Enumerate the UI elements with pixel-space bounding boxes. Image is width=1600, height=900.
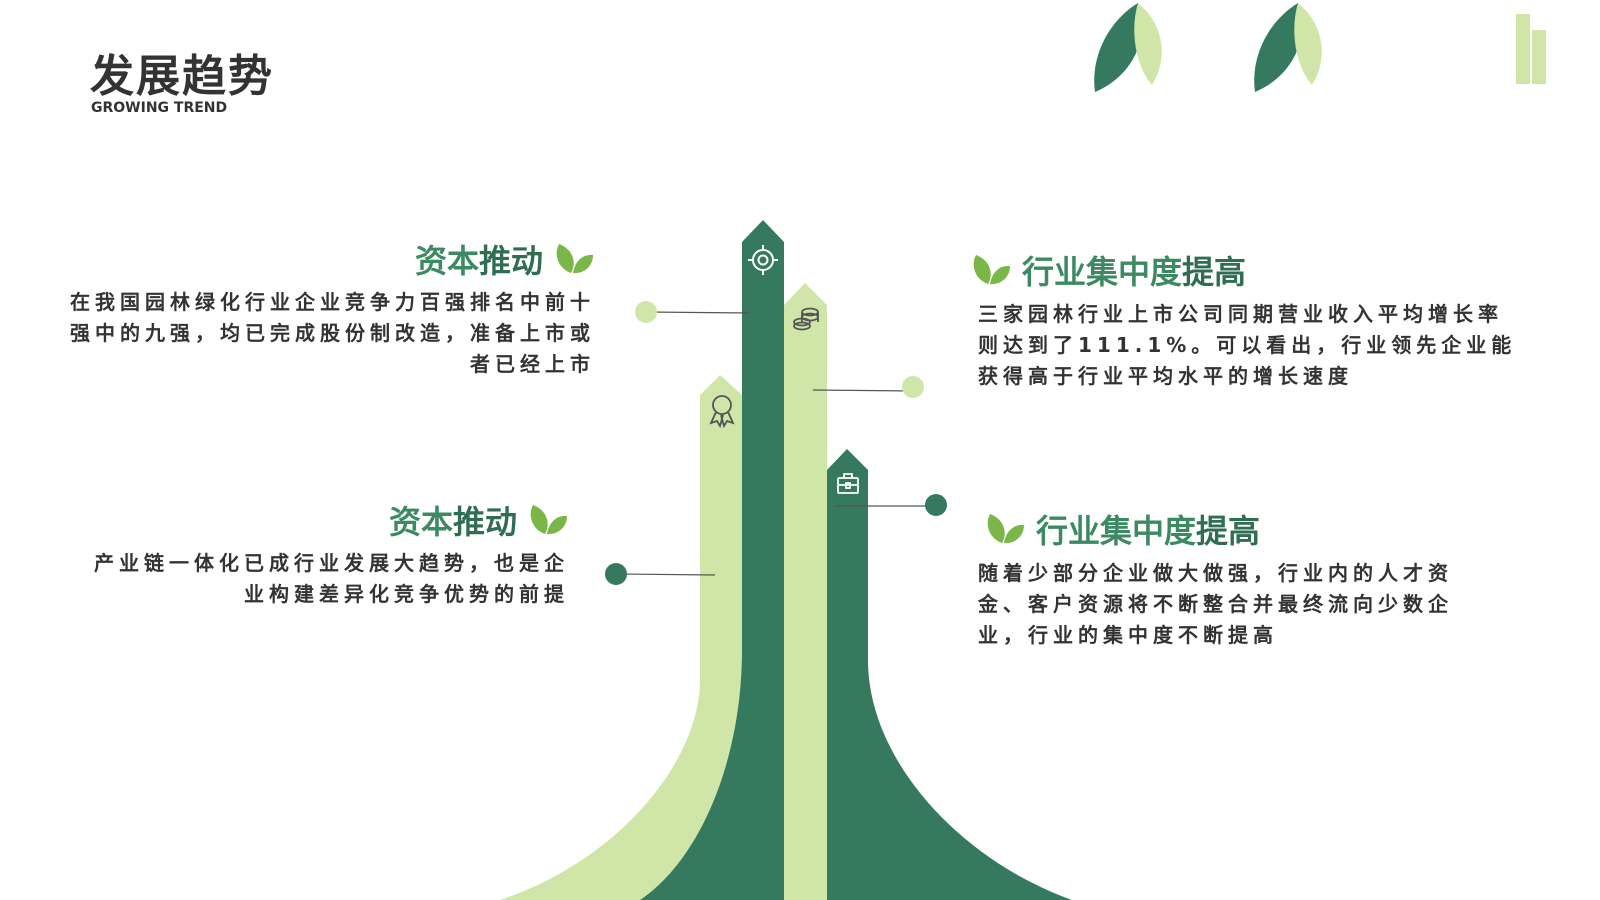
arrow-dark-right xyxy=(827,449,1072,900)
target-icon xyxy=(748,245,778,275)
item-2-heading: 行业集中度提高 xyxy=(970,247,1246,293)
connector-dot xyxy=(635,301,657,323)
item-4-heading: 行业集中度提高 xyxy=(984,506,1260,552)
coins-icon xyxy=(793,307,819,331)
connector-dot xyxy=(925,494,947,516)
item-4-text: 随着少部分企业做大做强，行业内的人才资金、客户资源将不断整合并最终流向少数企业，… xyxy=(978,561,1453,647)
item-2-text: 三家园林行业上市公司同期营业收入平均增长率则达到了111.1%。可以看出，行业领… xyxy=(978,302,1517,388)
connector-line xyxy=(615,573,716,576)
arrow-light-right xyxy=(784,283,920,900)
leaf-icon xyxy=(987,514,1024,544)
decorative-bars-icon xyxy=(1516,14,1546,84)
decorative-leaf-icon xyxy=(1094,3,1162,92)
item-3-text: 产业链一体化已成行业发展大趋势，也是企业构建差异化竞争优势的前提 xyxy=(94,551,569,606)
arrow-light-left xyxy=(500,375,742,900)
connector-dot xyxy=(902,376,924,398)
item-3-heading: 资本推动 xyxy=(389,497,569,543)
connector-dot xyxy=(605,563,627,585)
item-1-heading: 资本推动 xyxy=(415,236,595,282)
item-1-text: 在我国园林绿化行业企业竞争力百强排名中前十强中的九强，均已完成股份制改造，准备上… xyxy=(70,290,595,376)
award-icon xyxy=(709,395,735,429)
page-subtitle: GROWING TREND xyxy=(91,100,228,116)
arrow-dark-tall xyxy=(640,220,784,900)
connector-line xyxy=(812,389,914,392)
decorative-leaf-icon xyxy=(1254,3,1322,92)
leaf-icon xyxy=(530,505,567,535)
leaf-icon xyxy=(556,244,593,274)
connector-line xyxy=(645,311,751,314)
leaf-icon xyxy=(973,255,1010,285)
page-title: 发展趋势 xyxy=(90,51,274,102)
briefcase-icon xyxy=(837,473,859,494)
